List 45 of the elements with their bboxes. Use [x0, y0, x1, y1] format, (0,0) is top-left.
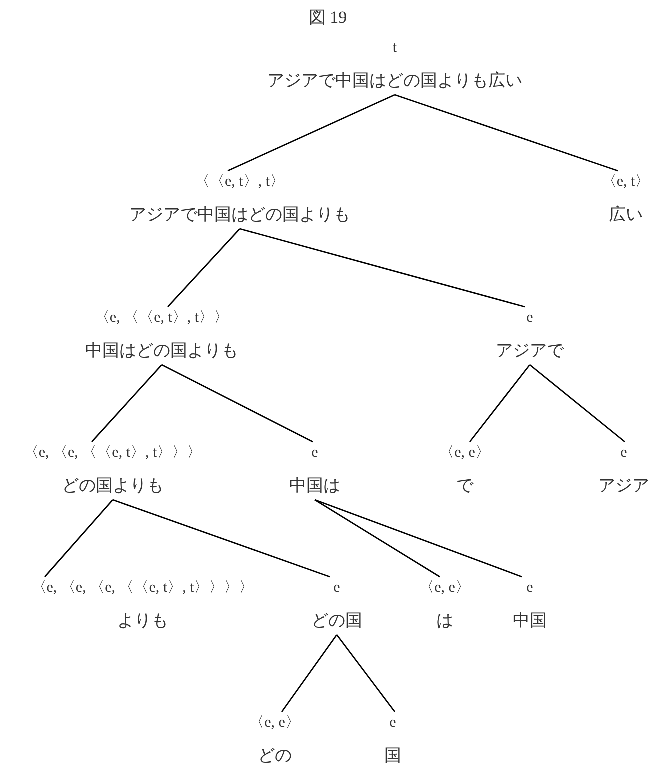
phrase-label: アジアで中国はどの国よりも広い	[266, 70, 524, 92]
phrase-label: 国	[384, 745, 402, 767]
type-label: 〈e, 〈〈e, t〉, t〉〉	[94, 309, 230, 328]
branch-line	[228, 94, 396, 172]
phrase-label: どの国よりも	[61, 475, 165, 497]
type-label: e	[620, 444, 628, 463]
phrase-label: アジアで	[495, 340, 566, 362]
type-label: e	[526, 309, 534, 328]
phrase-label: 中国は	[288, 475, 342, 497]
branch-line	[394, 94, 618, 172]
type-label: 〈〈e, t〉, t〉	[194, 173, 286, 192]
phrase-label: アジア	[598, 475, 650, 497]
type-label: e	[388, 714, 398, 733]
branch-line	[240, 228, 526, 308]
type-label: e	[310, 444, 320, 463]
branch-line	[314, 499, 440, 578]
type-label: e	[332, 579, 342, 598]
phrase-label: どの国	[310, 610, 364, 632]
phrase-label: どの	[257, 745, 293, 767]
figure-title: 図 19	[308, 7, 348, 29]
branch-line	[91, 364, 163, 442]
type-label: e	[526, 579, 534, 598]
phrase-label: よりも	[116, 610, 170, 632]
phrase-label: アジアで中国はどの国よりも	[128, 204, 352, 226]
branch-line	[281, 634, 338, 712]
type-label: 〈e, 〈e, 〈e, 〈〈e, t〉, t〉〉〉〉	[30, 579, 256, 598]
phrase-label: 中国はどの国よりも	[84, 340, 240, 362]
branch-line	[530, 364, 626, 443]
branch-line	[44, 500, 114, 578]
type-label: t	[392, 39, 398, 58]
phrase-label: 中国	[512, 610, 548, 632]
phrase-label: は	[436, 610, 454, 632]
type-label: 〈e, e〉	[248, 714, 302, 733]
branch-line	[112, 499, 330, 578]
branch-line	[336, 634, 396, 712]
type-label: 〈e, 〈e, 〈〈e, t〉, t〉〉〉	[22, 444, 204, 463]
branch-line	[162, 364, 314, 443]
phrase-label: で	[456, 475, 475, 497]
type-label: 〈e, e〉	[438, 444, 492, 463]
type-label: 〈e, e〉	[418, 579, 472, 598]
type-label: 〈e, t〉	[601, 173, 651, 192]
branch-line	[314, 499, 522, 578]
branch-line	[469, 364, 531, 442]
branch-line	[167, 228, 241, 308]
phrase-label: 広い	[608, 204, 644, 226]
